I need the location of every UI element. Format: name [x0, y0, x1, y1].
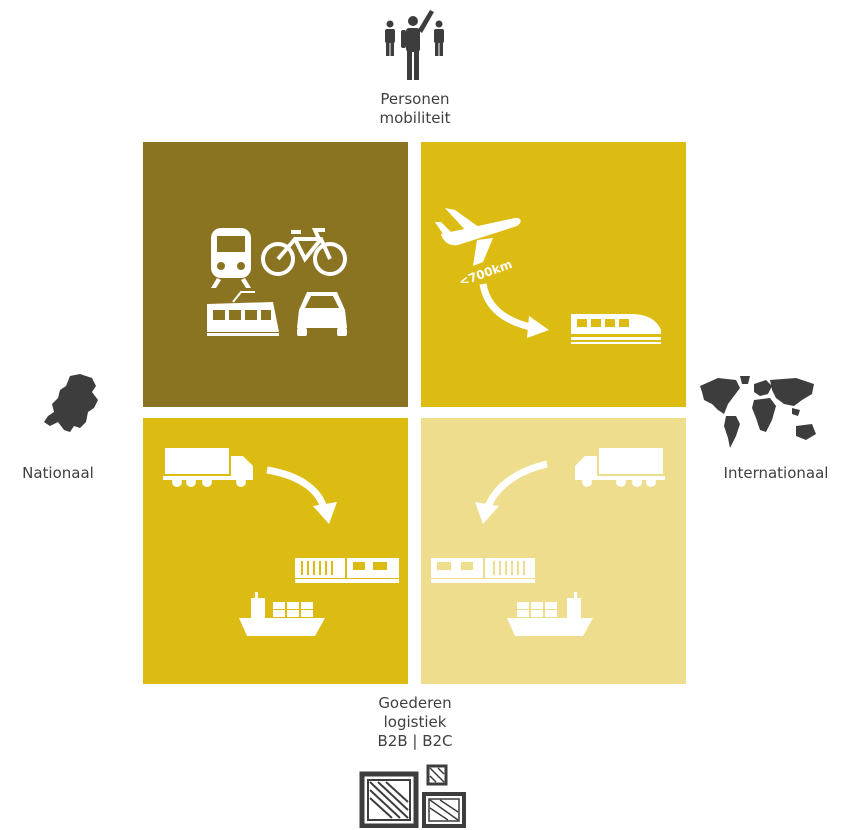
car-icon — [297, 292, 347, 336]
people-icon — [385, 10, 444, 80]
netherlands-map-icon — [44, 374, 98, 432]
cargo-ship-icon — [239, 592, 325, 636]
freight-train-icon — [295, 558, 399, 583]
quadrant-national-people — [143, 142, 408, 407]
goods-label-line2: logistiek — [383, 713, 447, 731]
goods-label-line3: B2B | B2C — [377, 732, 453, 750]
international-label: Internationaal — [723, 464, 829, 482]
national-label: Nationaal — [22, 464, 94, 482]
truck-icon — [163, 448, 253, 487]
curved-arrow-icon — [483, 460, 548, 512]
bicycle-icon — [261, 228, 347, 276]
cargo-ship-icon — [507, 592, 593, 636]
quadrant-national-goods — [143, 418, 408, 684]
crates-icon — [359, 764, 466, 828]
tram-icon — [207, 291, 279, 336]
people-mobility-label: Personen mobiliteit — [355, 90, 475, 128]
truck-icon — [575, 448, 665, 487]
goods-logistics-label: Goederen logistiek B2B | B2C — [340, 694, 490, 751]
train-icon — [211, 228, 251, 288]
freight-train-icon — [431, 558, 535, 583]
people-label-line1: Personen — [380, 90, 450, 108]
curved-arrow-icon — [479, 283, 536, 332]
world-map-icon — [700, 376, 816, 448]
airplane-icon — [435, 208, 521, 266]
people-label-line2: mobiliteit — [379, 109, 451, 127]
goods-label-line1: Goederen — [378, 694, 452, 712]
quadrant-international-people: <700km — [421, 142, 686, 407]
quadrant-international-goods — [421, 418, 686, 684]
high-speed-train-icon — [571, 314, 661, 344]
